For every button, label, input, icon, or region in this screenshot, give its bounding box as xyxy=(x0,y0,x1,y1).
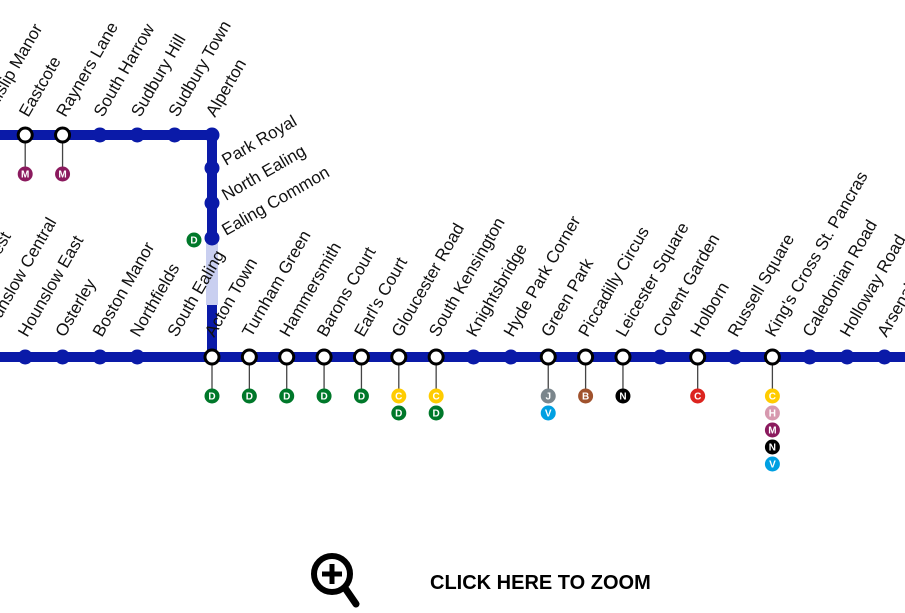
interchange-badge-h xyxy=(764,405,780,421)
interchange-station-marker xyxy=(203,348,221,366)
interchange-badge-letter: M xyxy=(21,170,29,181)
interchange-badge-d xyxy=(204,388,220,404)
interchange-badge-letter: N xyxy=(619,392,626,403)
interchange-station-marker xyxy=(539,348,557,366)
interchange-badge-letter: D xyxy=(320,392,327,403)
station-marker xyxy=(92,127,108,143)
station-marker xyxy=(204,160,220,176)
interchange-badge-letter: D xyxy=(358,392,365,403)
interchange-badge-letter: C xyxy=(694,392,701,403)
interchange-badge-m xyxy=(55,166,71,182)
station-marker xyxy=(204,195,220,211)
interchange-badge-v xyxy=(764,456,780,472)
interchange-badge-n xyxy=(615,388,631,404)
interchange-badge-letter: D xyxy=(190,236,197,247)
station-marker xyxy=(129,349,145,365)
interchange-station-marker xyxy=(315,348,333,366)
interchange-badge-c xyxy=(391,388,407,404)
interchange-badge-d xyxy=(241,388,257,404)
interchange-badge-d xyxy=(428,405,444,421)
station-marker xyxy=(167,127,183,143)
interchange-station-marker xyxy=(689,348,707,366)
interchange-badge-letter: C xyxy=(769,392,776,403)
interchange-badge-m xyxy=(17,166,33,182)
interchange-badge-letter: V xyxy=(769,460,776,471)
interchange-badge-c xyxy=(428,388,444,404)
interchange-station-marker xyxy=(352,348,370,366)
interchange-badge-letter: N xyxy=(769,443,776,454)
interchange-badge-letter: D xyxy=(246,392,253,403)
interchange-station-marker xyxy=(427,348,445,366)
station-marker xyxy=(876,349,892,365)
interchange-badge-letter: D xyxy=(208,392,215,403)
interchange-badge-d xyxy=(391,405,407,421)
interchange-station-marker xyxy=(763,348,781,366)
station-marker xyxy=(652,349,668,365)
interchange-badge-d xyxy=(353,388,369,404)
interchange-badge-d xyxy=(186,232,202,248)
interchange-badge-d xyxy=(316,388,332,404)
interchange-badge-b xyxy=(578,388,594,404)
interchange-badge-v xyxy=(540,405,556,421)
interchange-station-marker xyxy=(16,126,34,144)
station-marker xyxy=(503,349,519,365)
interchange-station-marker xyxy=(54,126,72,144)
line-segment-closed xyxy=(206,240,218,305)
interchange-badge-c xyxy=(690,388,706,404)
interchange-station-marker xyxy=(577,348,595,366)
interchange-station-marker xyxy=(390,348,408,366)
interchange-badge-letter: J xyxy=(545,392,551,403)
interchange-badge-letter: D xyxy=(433,409,440,420)
interchange-badge-letter: M xyxy=(58,170,66,181)
interchange-badge-c xyxy=(764,388,780,404)
interchange-badge-letter: H xyxy=(769,409,776,420)
station-marker xyxy=(466,349,482,365)
interchange-badge-letter: V xyxy=(545,409,552,420)
station-marker xyxy=(839,349,855,365)
interchange-badge-letter: M xyxy=(768,426,776,437)
station-marker xyxy=(55,349,71,365)
interchange-badge-m xyxy=(764,422,780,438)
station-marker xyxy=(129,127,145,143)
interchange-station-marker xyxy=(278,348,296,366)
station-marker xyxy=(727,349,743,365)
interchange-badge-letter: C xyxy=(433,392,440,403)
interchange-badge-letter: D xyxy=(283,392,290,403)
magnifier-plus-icon xyxy=(311,553,360,608)
interchange-badge-letter: D xyxy=(395,409,402,420)
station-marker xyxy=(204,127,220,143)
interchange-badge-j xyxy=(540,388,556,404)
station-marker xyxy=(802,349,818,365)
interchange-badge-n xyxy=(764,439,780,455)
station-marker xyxy=(92,349,108,365)
station-marker xyxy=(204,230,220,246)
interchange-station-marker xyxy=(614,348,632,366)
interchange-badge-d xyxy=(279,388,295,404)
interchange-badge-letter: B xyxy=(582,392,589,403)
zoom-button[interactable]: CLICK HERE TO ZOOM xyxy=(308,550,688,610)
zoom-label: CLICK HERE TO ZOOM xyxy=(430,572,651,594)
interchange-badge-letter: C xyxy=(395,392,402,403)
interchange-station-marker xyxy=(240,348,258,366)
station-marker xyxy=(17,349,33,365)
